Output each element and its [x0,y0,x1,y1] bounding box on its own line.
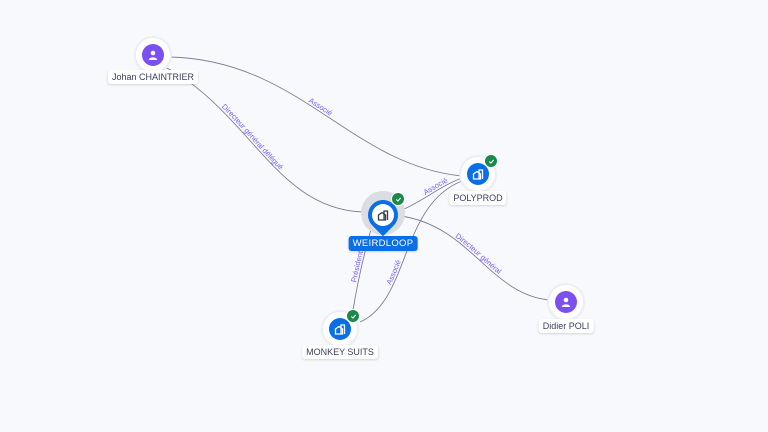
building-icon [372,204,394,226]
edge-weirdloop-polyprod[interactable] [401,177,463,211]
edge-weirdloop-didier[interactable] [399,215,551,301]
person-icon [142,44,164,66]
edge-monkey-polyprod[interactable] [359,180,463,323]
verified-check-icon [346,309,360,323]
node-didier-poli[interactable] [549,285,583,319]
node-label[interactable]: Didier POLI [538,319,594,333]
verified-check-icon [484,154,498,168]
node-johan-chaintrier[interactable] [136,38,170,72]
node-label-focused[interactable]: WEIRDLOOP [348,236,418,251]
edge-label: Directeur général délégué [220,102,285,171]
edge-label: Associé [307,96,334,118]
building-icon [329,318,351,340]
edge-label: Président [349,249,365,283]
edge-monkey-weirdloop[interactable] [352,225,373,311]
edge-label: Directeur général [454,231,504,276]
node-label[interactable]: MONKEY SUITS [302,345,378,359]
edge-johan-polyprod[interactable] [169,56,463,177]
node-label[interactable]: POLYPROD [449,191,507,205]
building-icon [467,163,489,185]
edge-johan-weirdloop[interactable] [162,65,365,213]
node-monkey-suits[interactable] [323,309,360,346]
node-weirdloop[interactable] [361,191,405,237]
edge-label: Associé [384,259,402,287]
node-polyprod[interactable] [461,154,498,191]
verified-check-icon [391,192,405,206]
node-label[interactable]: Johan CHAINTRIER [107,70,199,84]
person-icon [555,291,577,313]
